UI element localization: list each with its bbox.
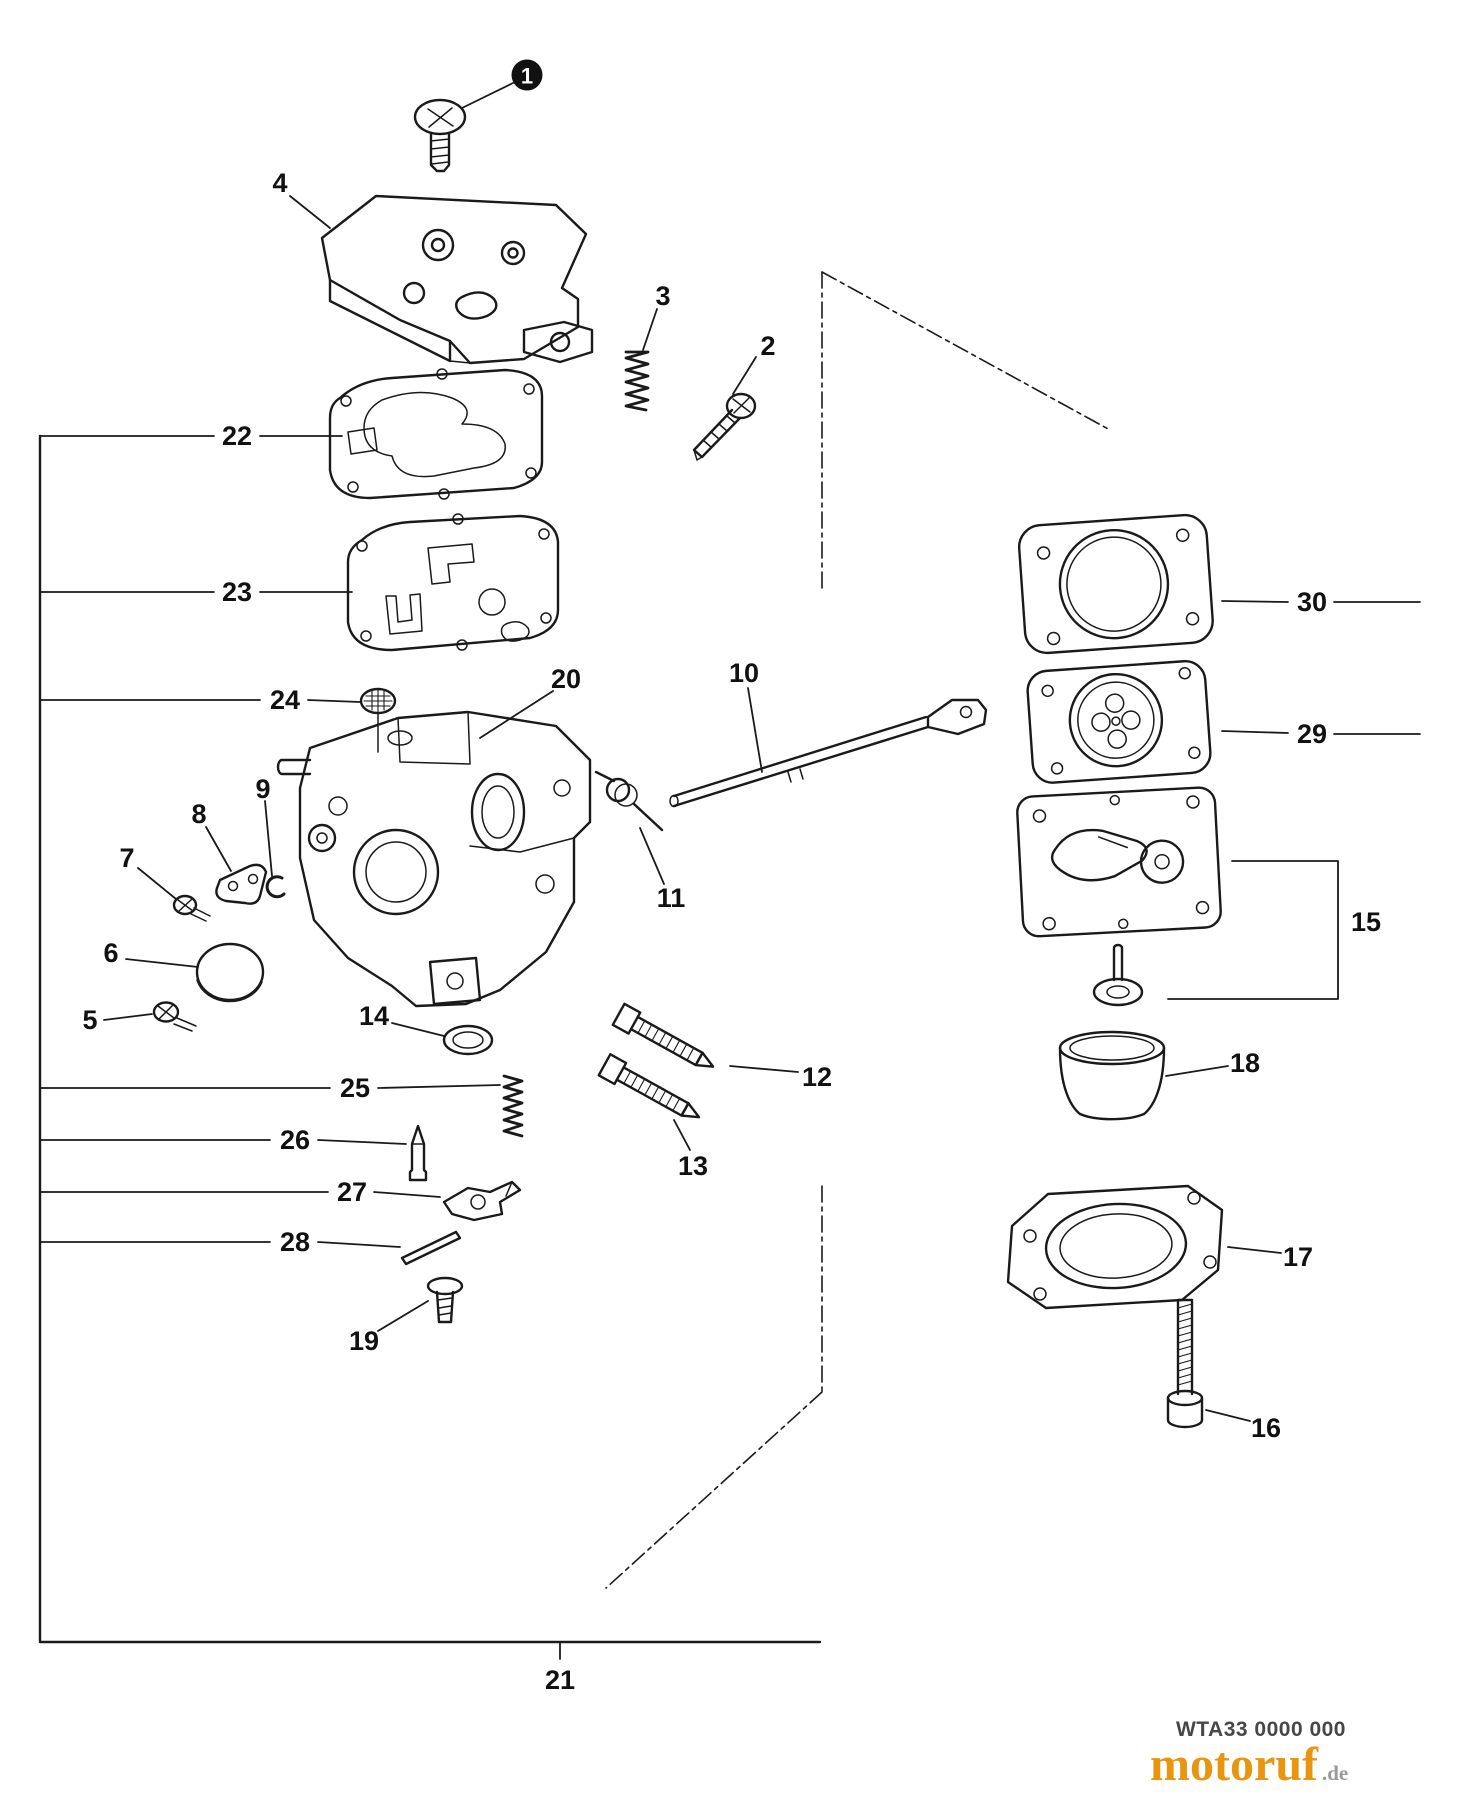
part-17-cover <box>1006 1184 1224 1310</box>
callout-20: 20 <box>551 664 581 694</box>
part-10-throttle-shaft <box>669 698 988 808</box>
watermark-suffix: .de <box>1322 1761 1348 1785</box>
callout-18: 18 <box>1230 1048 1260 1078</box>
part-1-badge <box>461 59 543 109</box>
leader-lines <box>39 195 1421 1422</box>
callout-21: 21 <box>545 1665 575 1695</box>
callouts: 1 2 3 4 5 6 7 8 9 10 11 12 13 14 15 16 1… <box>82 64 1381 1696</box>
callout-3: 3 <box>655 281 670 311</box>
callout-24: 24 <box>270 685 300 715</box>
callout-12: 12 <box>802 1062 832 1092</box>
callout-6: 6 <box>103 938 118 968</box>
part-6-disc <box>195 942 265 1003</box>
part-26-needle <box>408 1124 428 1182</box>
part-11-spring <box>594 770 664 832</box>
callout-16: 16 <box>1251 1413 1281 1443</box>
part-1-screw <box>413 98 467 173</box>
callout-17: 17 <box>1283 1242 1313 1272</box>
part-2-screw <box>692 392 757 461</box>
watermark-brand: motoruf <box>1150 1738 1319 1791</box>
part-23-gasket <box>346 513 560 652</box>
callout-19: 19 <box>349 1326 379 1356</box>
callout-14: 14 <box>359 1001 389 1031</box>
part-19-screw <box>426 1276 464 1324</box>
callout-8: 8 <box>191 799 206 829</box>
callout-27: 27 <box>337 1177 367 1207</box>
callout-29: 29 <box>1297 719 1327 749</box>
callout-9: 9 <box>255 774 270 804</box>
part-27-metering-lever <box>442 1180 522 1222</box>
callout-25: 25 <box>340 1073 370 1103</box>
part-30-gasket <box>1017 513 1214 655</box>
callout-1: 1 <box>521 64 533 89</box>
part-15-pump-body <box>1016 786 1222 1007</box>
part-9-e-ring <box>265 875 286 899</box>
part-24-screen <box>359 687 397 753</box>
part-13-mixture-screw <box>597 1053 701 1119</box>
part-22-gasket <box>328 368 544 500</box>
part-29-diaphragm <box>1026 660 1212 784</box>
part-12-mixture-screw <box>611 1002 715 1068</box>
callout-26: 26 <box>280 1125 310 1155</box>
callout-13: 13 <box>678 1151 708 1181</box>
callout-30: 30 <box>1297 587 1327 617</box>
part-3-spring <box>624 350 650 412</box>
part-5-screw <box>152 1001 197 1032</box>
assembly-box-outline <box>38 434 822 1660</box>
footer: WTA33 0000 000 motoruf .de <box>1150 1718 1348 1791</box>
part-20-carburetor-body <box>276 710 592 1008</box>
part-28-pin <box>400 1230 462 1266</box>
callout-23: 23 <box>222 577 252 607</box>
part-7-screw <box>172 894 211 922</box>
part-18-cup <box>1058 1030 1166 1121</box>
part-code: WTA33 0000 000 <box>1176 1718 1346 1741</box>
callout-28: 28 <box>280 1227 310 1257</box>
callout-7: 7 <box>119 843 134 873</box>
callout-15: 15 <box>1351 907 1381 937</box>
callout-4: 4 <box>272 168 287 198</box>
construction-lines <box>605 271 1111 1589</box>
callout-10: 10 <box>729 658 759 688</box>
part-4-cover <box>320 194 594 365</box>
part-15-valve <box>1092 943 1144 1007</box>
part-14-o-ring <box>442 1024 494 1056</box>
callout-22: 22 <box>222 421 252 451</box>
part-25-spring <box>502 1074 524 1138</box>
callout-2: 2 <box>760 331 775 361</box>
part-16-bolt <box>1166 1298 1204 1429</box>
part-8-lever <box>215 863 268 905</box>
callout-11: 11 <box>657 883 686 913</box>
callout-5: 5 <box>82 1005 97 1035</box>
